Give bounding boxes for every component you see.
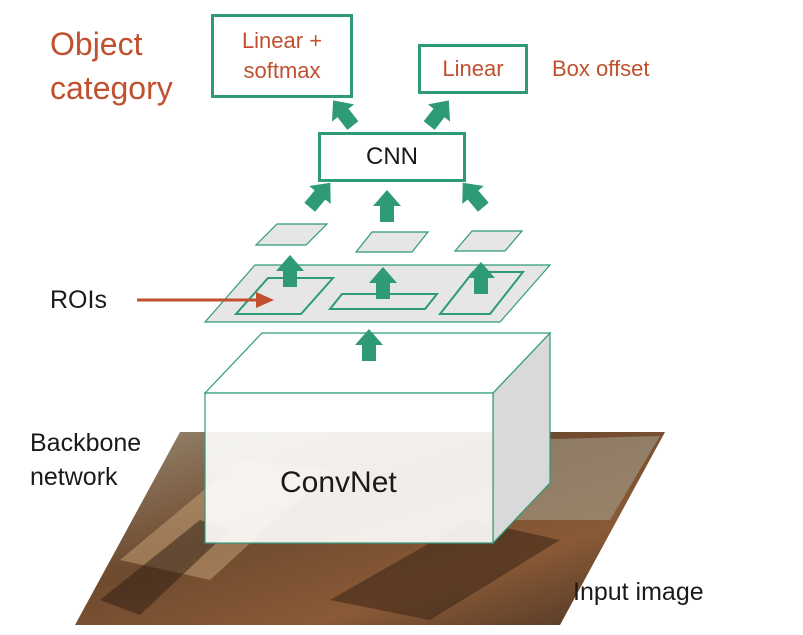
rois-pointer-arrow — [137, 292, 274, 308]
linear-softmax-line1: Linear + — [241, 28, 323, 53]
object-category-line1: Object — [50, 26, 143, 62]
linear-box: Linear — [418, 44, 528, 94]
arrow-cnn-to-softmax — [322, 91, 364, 135]
linear-softmax-line2: softmax — [243, 58, 321, 83]
backbone-line1: Backbone — [30, 429, 142, 457]
box-offset-label: Box offset — [552, 56, 650, 81]
object-category-line2: category — [50, 70, 173, 106]
pooled-roi-left — [254, 223, 329, 246]
pooled-roi-right — [453, 230, 524, 252]
pooled-roi-features — [254, 223, 524, 253]
photo-region-dark — [330, 520, 560, 620]
convnet-box-front — [204, 392, 494, 544]
cnn-label: CNN — [366, 143, 418, 170]
roi-box-middle — [327, 293, 440, 310]
backbone-line2: network — [30, 463, 118, 491]
arrow-cnn-to-linear — [418, 91, 460, 135]
object-category-label: Object category — [50, 22, 173, 110]
pooled-roi-middle — [354, 231, 430, 253]
linear-label: Linear — [442, 56, 504, 81]
arrow-pooled-middle-to-cnn — [373, 190, 401, 222]
backbone-network-label: Backbone network — [30, 426, 141, 494]
cnn-box: CNN — [318, 132, 466, 182]
convnet-label: ConvNet — [280, 466, 397, 499]
rois-label: ROIs — [50, 286, 107, 314]
linear-softmax-box: Linear + softmax — [211, 14, 353, 98]
convnet-box — [203, 331, 552, 545]
input-image-label: Input image — [573, 578, 704, 606]
photo-region-shadow — [100, 520, 230, 615]
